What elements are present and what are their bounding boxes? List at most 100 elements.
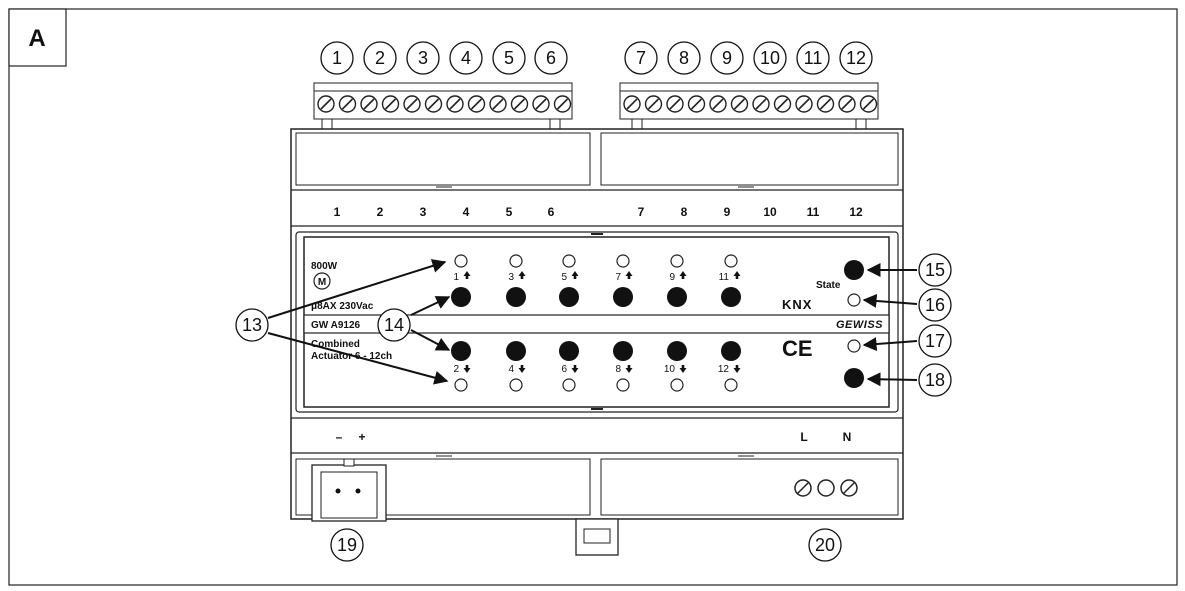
state-led xyxy=(847,293,861,307)
top-callout-label: 11 xyxy=(804,48,823,68)
panel-label-box xyxy=(8,8,67,67)
channel-led-up xyxy=(509,254,523,268)
channel-button-down xyxy=(451,341,471,361)
screw-icon xyxy=(730,95,749,113)
channel-label-down: 2 xyxy=(453,364,459,375)
channel-label-down: 10 xyxy=(664,364,676,375)
channel-label-up: 1 xyxy=(453,272,459,283)
screw-icon xyxy=(838,95,856,113)
top-cover-right xyxy=(600,132,899,186)
svg-text:13: 13 xyxy=(242,315,262,335)
channel-column: 56 xyxy=(559,254,579,392)
motor-symbol-label: M xyxy=(318,277,326,288)
svg-text:20: 20 xyxy=(815,535,835,555)
label-strip xyxy=(303,314,890,334)
channel-column: 78 xyxy=(613,254,633,392)
channel-led-down xyxy=(454,378,468,392)
bus-connector xyxy=(311,458,387,522)
ce-mark: CE xyxy=(782,336,813,361)
up-arrow-icon xyxy=(733,271,741,279)
top-callout-label: 8 xyxy=(679,48,689,68)
screw-icon xyxy=(687,95,706,113)
top-callout-label: 9 xyxy=(722,48,732,68)
callout-15: 15 xyxy=(918,253,952,287)
top-screws xyxy=(317,95,878,113)
up-arrow-icon xyxy=(518,271,526,279)
channel-button-down xyxy=(613,341,633,361)
screw-icon xyxy=(773,95,792,113)
terminal-number: 8 xyxy=(681,205,688,219)
bus-plus: + xyxy=(358,430,365,444)
screw-icon xyxy=(553,95,572,113)
screw-icon xyxy=(489,95,507,113)
screw-icon xyxy=(623,95,641,113)
channel-label-down: 8 xyxy=(615,364,621,375)
terminal-number: 10 xyxy=(763,205,777,219)
top-callout-3: 3 xyxy=(406,41,440,75)
panel-label: A xyxy=(28,25,45,52)
channel-column: 910 xyxy=(664,254,687,392)
callout-18: 18 xyxy=(918,363,952,397)
description-line-1: Combined xyxy=(311,339,360,350)
top-cover-left xyxy=(295,132,591,186)
brand-logo: GEWISS xyxy=(836,319,883,331)
top-callout-7: 7 xyxy=(624,41,658,75)
motor-symbol xyxy=(313,272,331,290)
callout-19: 19 xyxy=(330,528,364,562)
down-arrow-icon xyxy=(625,365,633,373)
down-arrow-icon xyxy=(571,365,579,373)
callout-13: 13 xyxy=(235,308,269,342)
model-number: GW A9126 xyxy=(311,320,361,331)
terminal-number: 3 xyxy=(420,205,427,219)
channel-led-down xyxy=(509,378,523,392)
callout-17: 17 xyxy=(918,324,952,358)
top-callout-1: 1 xyxy=(320,41,354,75)
svg-text:14: 14 xyxy=(384,315,404,335)
channel-label-up: 3 xyxy=(508,272,514,283)
terminal-number: 9 xyxy=(724,205,731,219)
channel-label-up: 7 xyxy=(615,272,621,283)
terminal-N: N xyxy=(843,430,852,444)
svg-text:17: 17 xyxy=(925,331,945,351)
led-17 xyxy=(847,339,861,353)
knx-logo: KNX xyxy=(782,297,812,312)
top-callout-5: 5 xyxy=(492,41,526,75)
channel-label-up: 5 xyxy=(561,272,567,283)
top-callout-2: 2 xyxy=(363,41,397,75)
up-arrow-icon xyxy=(571,271,579,279)
channel-button-up xyxy=(667,287,687,307)
top-callout-label: 12 xyxy=(846,48,866,68)
screw-icon xyxy=(424,95,443,113)
up-arrow-icon xyxy=(625,271,633,279)
bus-minus: – xyxy=(336,430,343,444)
screw-icon xyxy=(360,95,378,113)
top-callout-8: 8 xyxy=(667,41,701,75)
screw-icon xyxy=(859,95,878,113)
top-callout-label: 6 xyxy=(546,48,556,68)
top-terminal-block-right xyxy=(619,82,879,130)
din-clip xyxy=(575,518,619,556)
top-callout-4: 4 xyxy=(449,41,483,75)
terminal-number: 5 xyxy=(506,205,513,219)
svg-text:19: 19 xyxy=(337,535,357,555)
top-callout-6: 6 xyxy=(534,41,568,75)
screw-icon xyxy=(816,95,835,113)
top-callout-label: 1 xyxy=(332,48,342,68)
channel-button-up xyxy=(721,287,741,307)
screw-icon xyxy=(666,95,684,113)
power-terminals xyxy=(794,479,858,497)
terminal-L: L xyxy=(800,430,807,444)
screw-icon xyxy=(338,95,357,113)
screw-icon xyxy=(795,95,813,113)
channel-button-down xyxy=(721,341,741,361)
terminal-number: 1 xyxy=(334,205,341,219)
channel-column: 34 xyxy=(506,254,526,392)
screw-icon xyxy=(532,95,550,113)
channel-led-up xyxy=(562,254,576,268)
down-arrow-icon xyxy=(733,365,741,373)
top-callout-label: 4 xyxy=(461,48,471,68)
top-callout-label: 10 xyxy=(760,48,780,68)
terminal-number: 12 xyxy=(849,205,863,219)
